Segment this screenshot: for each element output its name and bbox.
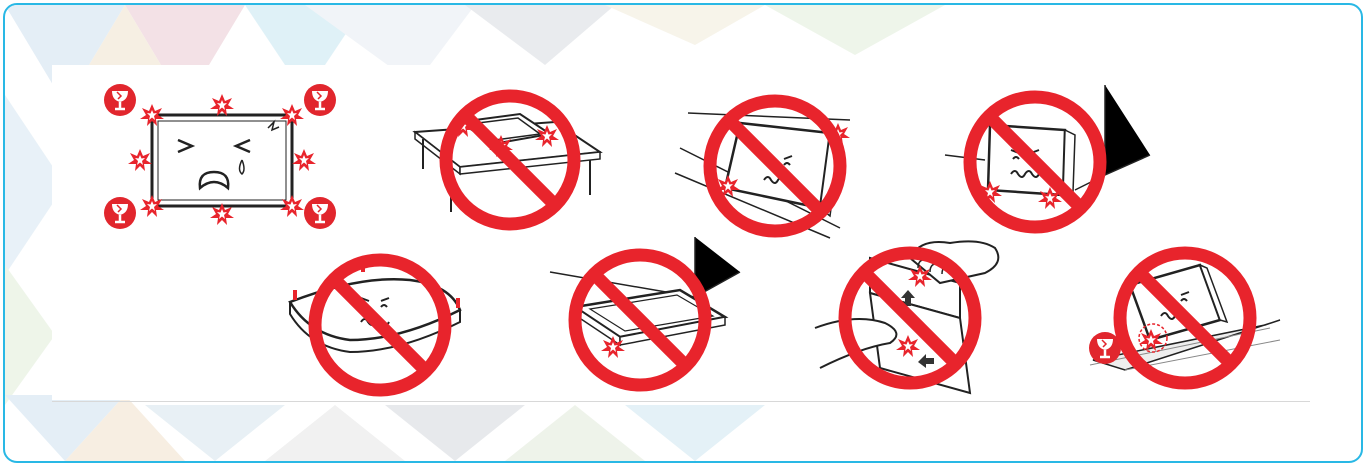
illustration-no-face-down-on-table: [405, 82, 605, 242]
illustration-no-pressing-into-corner: [545, 232, 745, 402]
illustration-no-gripping-by-panel: [810, 228, 1020, 403]
illustration-no-leaning-on-wall: [680, 78, 880, 248]
illustration-no-standing-in-corner: [945, 80, 1155, 250]
illustration-fragile-corners: [100, 80, 340, 240]
illustration-no-bending-panel: [280, 240, 480, 400]
illustration-no-dropping-on-corner: [1085, 230, 1280, 400]
